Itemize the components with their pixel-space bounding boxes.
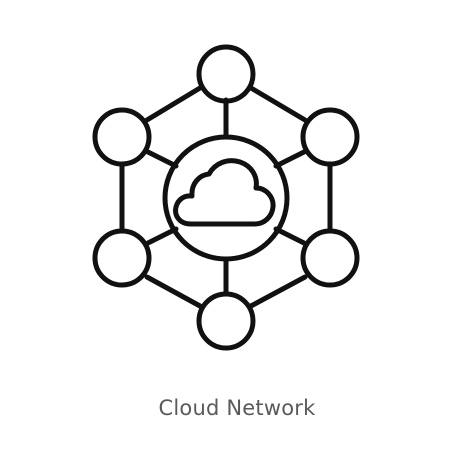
network-node-bottom-right: [300, 228, 360, 288]
spokes: [145, 97, 307, 297]
center-circle: [162, 134, 290, 262]
network-node-top: [196, 44, 256, 104]
cloud-icon: [173, 158, 276, 227]
hexagon-edges: [119, 85, 333, 309]
network-node-top-left: [92, 107, 152, 167]
network-node-bottom-left: [92, 228, 152, 288]
network-node-top-right: [300, 107, 360, 167]
icon-caption: Cloud Network: [158, 396, 316, 420]
network-node-bottom: [196, 291, 256, 351]
